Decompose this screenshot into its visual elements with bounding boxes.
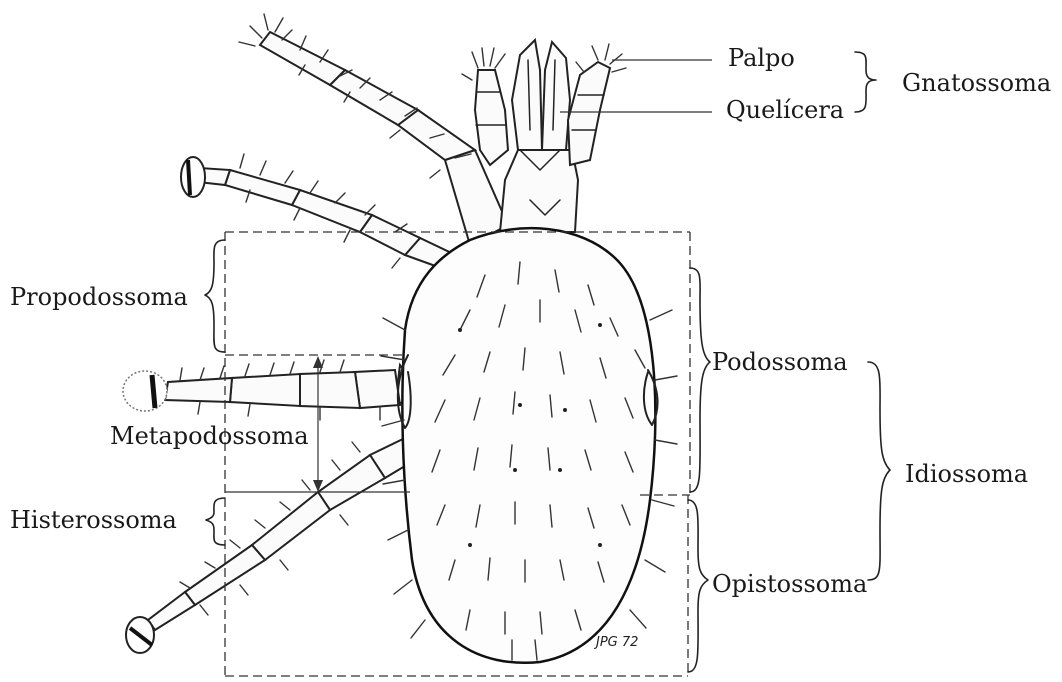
leg-4 [126,438,415,653]
label-histerossoma: Histerossoma [10,506,177,534]
leg-3 [123,360,410,420]
label-gnatossoma: Gnatossoma [902,69,1051,97]
leg-2 [181,154,462,272]
label-opistossoma: Opistossoma [712,570,867,598]
artist-signature: JPG 72 [593,635,638,650]
label-podossoma: Podossoma [712,348,848,376]
label-idiossoma: Idiossoma [905,460,1028,488]
label-propodossoma: Propodossoma [10,283,188,311]
label-palpo: Palpo [728,44,795,72]
idiosoma-drawing [381,228,677,663]
label-metapodossoma: Metapodossoma [110,422,309,450]
leg-1 [239,14,508,245]
label-quelicera: Quelícera [726,96,844,124]
